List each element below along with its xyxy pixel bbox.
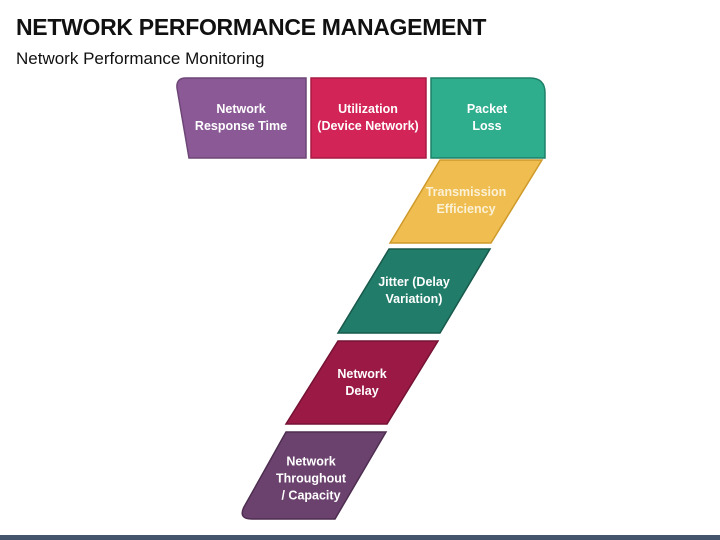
label-line: Variation): [385, 292, 443, 306]
label-line: Loss: [472, 119, 502, 133]
shape-network-response-time: [176, 77, 307, 159]
label-network-delay: Network Delay: [337, 366, 386, 400]
label-line: (Device Network): [317, 119, 419, 133]
label-line: Network: [337, 367, 387, 381]
label-line: Network: [216, 102, 266, 116]
label-line: Response Time: [194, 119, 288, 133]
label-jitter: Jitter (Delay Variation): [378, 274, 450, 308]
label-network-throughout: Network Throughout / Capacity: [276, 454, 346, 505]
label-utilization: Utilization (Device Network): [317, 101, 418, 135]
label-line: Delay: [345, 384, 379, 398]
label-packet-loss: Packet Loss: [467, 101, 507, 135]
label-network-response-time: Network Response Time: [195, 101, 287, 135]
shape-network-delay: [284, 340, 440, 425]
label-line: Efficiency: [436, 202, 496, 216]
label-line: Utilization: [338, 102, 398, 116]
label-line: Transmission: [425, 185, 507, 199]
label-line: Network: [286, 454, 336, 469]
label-transmission-efficiency: Transmission Efficiency: [426, 184, 507, 218]
label-line: Packet: [466, 102, 508, 116]
shape-utilization: [310, 77, 427, 159]
shape-packet-loss: [430, 77, 546, 159]
shape-jitter: [336, 248, 492, 334]
footer-bar: [0, 535, 720, 540]
slide-subtitle: Network Performance Monitoring: [16, 49, 265, 68]
label-line: Jitter (Delay: [378, 275, 450, 289]
shape-transmission-efficiency: [388, 159, 544, 244]
shape-network-throughout: [241, 431, 388, 520]
label-line: / Capacity: [281, 488, 341, 503]
label-line: Throughout: [275, 471, 347, 486]
slide-title: NETWORK PERFORMANCE MANAGEMENT: [16, 14, 487, 40]
